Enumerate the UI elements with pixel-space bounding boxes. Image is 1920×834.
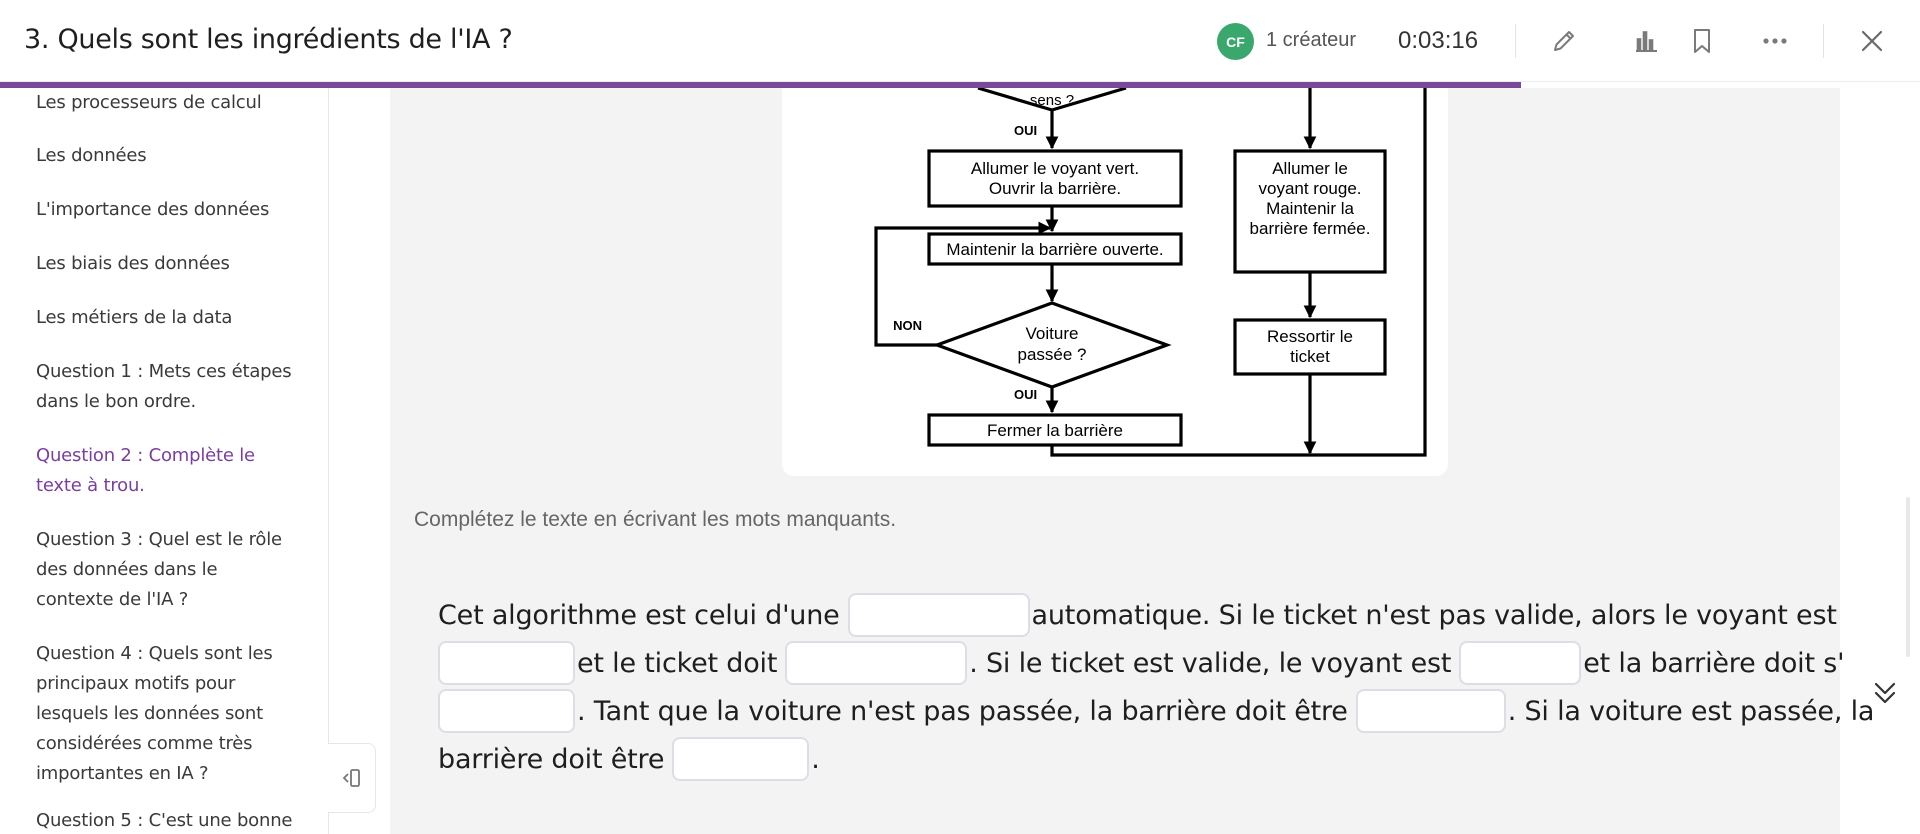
blank-input-4[interactable] — [1459, 641, 1582, 685]
text-line: barrière doit être . — [438, 735, 820, 783]
exercise-instruction: Complétez le texte en écrivant les mots … — [414, 508, 897, 531]
sidebar-item-question-1[interactable]: Question 1 : Mets ces étapes dans le bon… — [36, 361, 292, 412]
sidebar-item[interactable]: Les données — [36, 145, 147, 166]
text-segment: . — [811, 743, 820, 775]
text-segment: barrière doit être — [438, 743, 665, 775]
svg-text:OUI: OUI — [1014, 387, 1037, 402]
double-chevron-down-icon — [1874, 682, 1896, 704]
text-line: Cet algorithme est celui d'une automatiq… — [438, 591, 1837, 639]
text-segment: . Si la voiture est passée, la — [1507, 695, 1875, 727]
progress-bar — [0, 82, 1521, 88]
flowchart-image: sens ? OUI Allumer le voyant vert. Ouvri… — [782, 88, 1448, 476]
page-title: 3. Quels sont les ingrédients de l'IA ? — [24, 24, 513, 55]
blank-input-2[interactable] — [438, 641, 575, 685]
text-segment: et la barrière doit s' — [1583, 647, 1845, 679]
text-line: et le ticket doit . Si le ticket est val… — [438, 639, 1845, 687]
timer: 0:03:16 — [1398, 27, 1479, 54]
text-segment: Cet algorithme est celui d'une — [438, 599, 840, 631]
sidebar-item[interactable]: Les métiers de la data — [36, 307, 233, 328]
text-line: . Tant que la voiture n'est pas passée, … — [438, 687, 1874, 735]
sidebar-item[interactable]: L'importance des données — [36, 199, 270, 220]
close-icon[interactable] — [1855, 24, 1889, 58]
diamond-fragment-text: sens ? — [1030, 92, 1074, 109]
text-segment: . Tant que la voiture n'est pas passée, … — [577, 695, 1348, 727]
sidebar-item[interactable]: Les biais des données — [36, 253, 230, 274]
svg-text:passée ?: passée ? — [1018, 345, 1087, 364]
sidebar-item-question-2-active[interactable]: Question 2 : Complète le texte à trou. — [36, 445, 255, 496]
svg-text:Ressortir le: Ressortir le — [1267, 327, 1353, 346]
text-segment: automatique. Si le ticket n'est pas vali… — [1031, 599, 1837, 631]
top-bar: 3. Quels sont les ingrédients de l'IA ? … — [0, 0, 1920, 82]
blank-input-6[interactable] — [1355, 689, 1506, 733]
blank-input-1[interactable] — [847, 593, 1030, 637]
bookmark-icon[interactable] — [1685, 24, 1719, 58]
sidebar: Les processeurs de calcul Les données L'… — [0, 88, 329, 834]
collapse-sidebar-button[interactable] — [328, 743, 376, 813]
svg-text:NON: NON — [893, 318, 922, 333]
svg-text:Allumer le: Allumer le — [1272, 159, 1348, 178]
header-divider — [1515, 24, 1516, 58]
svg-text:Maintenir la: Maintenir la — [1266, 199, 1354, 218]
svg-text:ticket: ticket — [1290, 347, 1330, 366]
svg-text:Maintenir la barrière ouverte.: Maintenir la barrière ouverte. — [946, 240, 1163, 259]
pencil-icon[interactable] — [1547, 24, 1581, 58]
svg-text:Ouvrir la barrière.: Ouvrir la barrière. — [989, 179, 1121, 198]
blank-input-7[interactable] — [672, 737, 810, 781]
bar-chart-icon[interactable] — [1629, 24, 1663, 58]
scrollbar-thumb[interactable] — [1906, 497, 1910, 657]
svg-text:Voiture: Voiture — [1026, 324, 1079, 343]
text-segment: et le ticket doit — [577, 647, 778, 679]
svg-text:barrière fermée.: barrière fermée. — [1250, 219, 1371, 238]
more-icon[interactable] — [1758, 24, 1792, 58]
svg-text:voyant rouge.: voyant rouge. — [1258, 179, 1361, 198]
creator-count[interactable]: 1 créateur — [1266, 29, 1357, 51]
header-divider — [1823, 24, 1824, 58]
sidebar-item-question-5[interactable]: Question 5 : C'est une bonne — [36, 810, 293, 831]
sidebar-item-question-3[interactable]: Question 3 : Quel est le rôle des donnée… — [36, 529, 282, 610]
svg-text:Allumer le voyant vert.: Allumer le voyant vert. — [971, 159, 1139, 178]
svg-text:Fermer la barrière: Fermer la barrière — [987, 421, 1123, 440]
creator-avatar[interactable]: CF — [1217, 23, 1254, 60]
sidebar-item-question-4[interactable]: Question 4 : Quels sont les principaux m… — [36, 643, 273, 784]
sidebar-item[interactable]: Les processeurs de calcul — [36, 92, 262, 113]
fill-in-text: Cet algorithme est celui d'une automatiq… — [414, 580, 1874, 834]
text-segment: . Si le ticket est valide, le voyant est — [969, 647, 1452, 679]
blank-input-3[interactable] — [785, 641, 968, 685]
scroll-down-button[interactable] — [1870, 676, 1900, 710]
oui-label: OUI — [1014, 123, 1037, 138]
collapse-icon — [342, 769, 360, 787]
blank-input-5[interactable] — [438, 689, 575, 733]
